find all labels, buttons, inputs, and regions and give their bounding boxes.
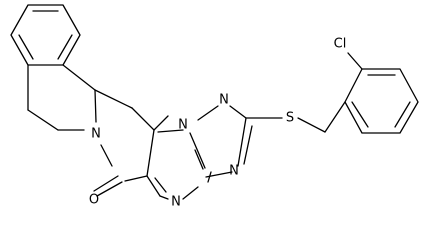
pyrimidine-ring-bonds (146, 115, 204, 200)
pyridone-ring-bonds (94, 89, 155, 182)
fused-benzene-ring (10, 4, 81, 66)
triazole-nitrogen-1-label: N (178, 118, 188, 133)
triazole-ring-bonds (189, 105, 253, 183)
thioether-linker-bonds (245, 101, 346, 133)
pyrimidine-nitrogen-label: N (171, 195, 181, 210)
sulfur-atom-label: S (286, 111, 294, 126)
chlorophenyl-ring (344, 52, 419, 134)
chemical-structure-diagram: O N N N N N S Cl (10, 4, 419, 210)
triazole-nitrogen-4-label: N (229, 164, 239, 179)
triazole-nitrogen-2-label: N (219, 93, 229, 108)
piperidine-ring-bonds (27, 64, 97, 131)
amide-nitrogen-atom-label: N (91, 127, 101, 142)
carbonyl-bond (93, 175, 123, 197)
oxygen-atom-label: O (89, 193, 99, 208)
chlorine-atom-label: Cl (334, 37, 347, 52)
